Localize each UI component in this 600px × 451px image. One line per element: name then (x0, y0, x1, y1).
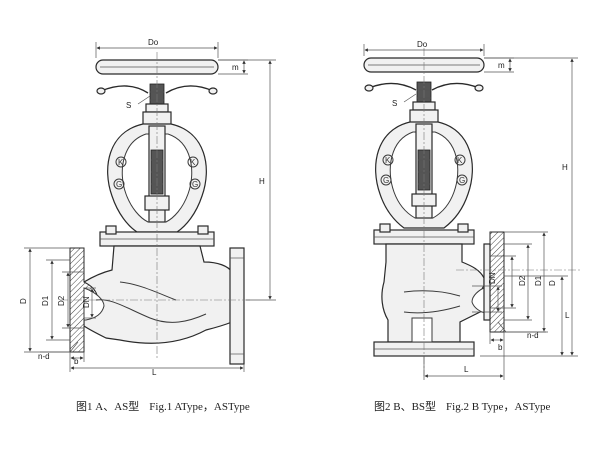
figure-b: Do m S H D D1 D2 DN n-d b L L K K G G (363, 40, 580, 380)
label-d1-a: D1 (41, 295, 50, 306)
mark-g-right-b: G (459, 176, 465, 185)
label-m-b: m (498, 61, 505, 70)
mark-g-left-a: G (116, 180, 122, 189)
caption-fig-b-en: Fig.2 B Type，ASType (446, 401, 551, 413)
dimensions-b (363, 44, 578, 380)
label-s-a: S (126, 101, 131, 110)
dimensions-a (24, 42, 276, 372)
label-m-a: m (232, 63, 239, 72)
label-dn-b: DN (488, 272, 497, 284)
label-nd-a: n-d (38, 352, 50, 361)
caption-fig-a-cn: 图1 A、AS型 (76, 401, 140, 413)
mark-g-right-a: G (192, 180, 198, 189)
label-b-a: b (74, 357, 79, 366)
label-d-b: D (548, 280, 557, 286)
label-b-b: b (498, 343, 503, 352)
caption-fig-b-cn: 图2 B、BS型 (374, 401, 437, 413)
label-d2-a: D2 (57, 295, 66, 306)
label-l-b: L (464, 365, 469, 374)
label-l-a: L (152, 368, 157, 377)
caption-fig-a-en: Fig.1 AType，ASType (149, 401, 250, 413)
label-l2-b: L (565, 311, 570, 320)
label-d1-b: D1 (534, 275, 543, 286)
caption-fig-a: 图1 A、AS型 Fig.1 AType，ASType (76, 398, 260, 414)
mark-k-right-a: K (190, 158, 196, 167)
label-do-a: Do (148, 38, 159, 47)
label-d2-b: D2 (518, 275, 527, 286)
figure-a: Do m S H D D1 D2 DN n-d b L K K G G (19, 38, 276, 377)
mark-k-left-b: K (385, 156, 391, 165)
mark-g-left-b: G (383, 176, 389, 185)
label-h-b: H (562, 163, 568, 172)
label-d-a: D (19, 298, 28, 304)
label-h-a: H (259, 177, 265, 186)
caption-fig-b: 图2 B、BS型 Fig.2 B Type，ASType (374, 398, 560, 414)
label-nd-b: n-d (527, 331, 539, 340)
mark-k-right-b: K (457, 156, 463, 165)
body-b (373, 231, 505, 357)
label-s-b: S (392, 99, 397, 108)
label-do-b: Do (417, 40, 428, 49)
label-dn-a: DN (82, 296, 91, 308)
mark-k-left-a: K (118, 158, 124, 167)
